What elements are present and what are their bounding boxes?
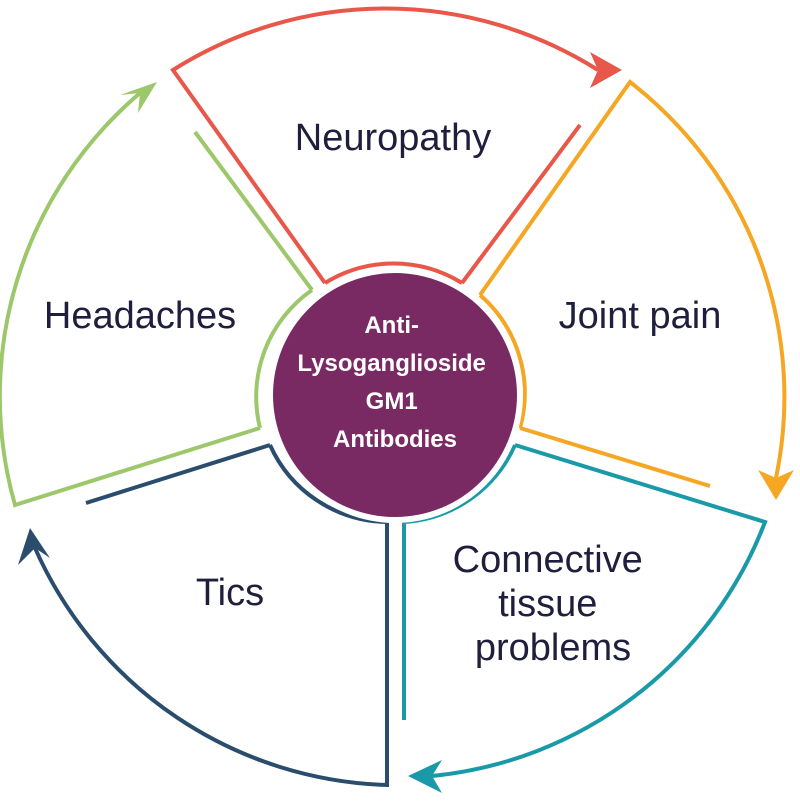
segment-neuropathy-outline bbox=[170, 6, 600, 285]
segment-joint-pain: Joint pain bbox=[478, 79, 794, 500]
joint-pain-arc-icon bbox=[478, 293, 527, 429]
segment-label-tics: Tics bbox=[196, 572, 264, 614]
segment-tics-outline bbox=[33, 522, 389, 788]
segment-joint-pain-outline bbox=[478, 79, 787, 479]
headaches-arc-icon bbox=[254, 288, 314, 429]
segment-label-headaches: Headaches bbox=[44, 295, 236, 337]
tics-arc-icon bbox=[268, 444, 388, 524]
arrow-head-icon bbox=[18, 528, 50, 565]
center-hub: Anti- Lysoganglioside GM1 Antibodies bbox=[267, 267, 523, 523]
segment-tics: Tics bbox=[18, 443, 389, 788]
hub-label: Anti- Lysoganglioside GM1 Antibodies bbox=[297, 312, 492, 453]
segment-headaches-outline bbox=[0, 91, 261, 508]
segment-connective-outline bbox=[431, 443, 768, 778]
segment-joint-pain-divider bbox=[519, 426, 711, 488]
arrow-head-icon bbox=[120, 82, 157, 113]
segment-label-connective: Connective tissue problems bbox=[453, 539, 654, 669]
segment-neuropathy: Neuropathy bbox=[170, 6, 622, 285]
neuropathy-arc-icon bbox=[323, 261, 464, 285]
hub-circle bbox=[273, 273, 517, 517]
segment-tics-divider bbox=[85, 443, 271, 505]
arrow-head-icon bbox=[758, 470, 794, 500]
arrow-head-icon bbox=[590, 52, 622, 88]
segment-label-neuropathy: Neuropathy bbox=[295, 117, 491, 159]
segment-connective-tissue: Connective tissue problems bbox=[402, 443, 768, 793]
segment-headaches: Headaches bbox=[0, 82, 314, 508]
segment-label-joint-pain: Joint pain bbox=[559, 295, 722, 337]
segment-neuropathy-divider bbox=[460, 123, 582, 285]
arrow-head-icon bbox=[408, 760, 442, 793]
segment-headaches-divider bbox=[193, 130, 314, 292]
